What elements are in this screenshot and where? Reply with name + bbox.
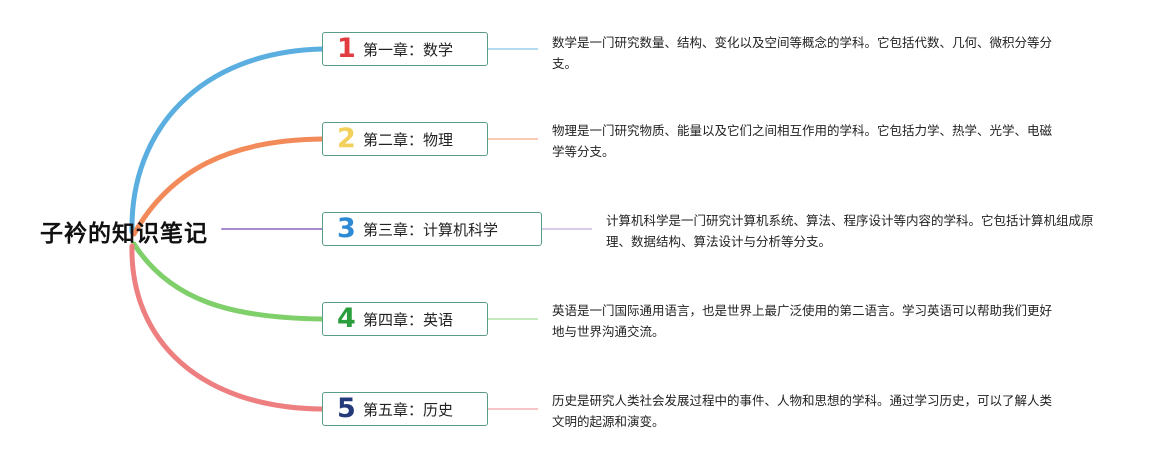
chapter-label-4: 第四章：英语	[363, 310, 454, 329]
chapter-number-3: 3	[337, 213, 356, 244]
chapter-node-2[interactable]: 2 第二章：物理	[322, 122, 488, 156]
branch-line-4	[131, 241, 325, 322]
chapter-label-5: 第五章：历史	[363, 400, 454, 419]
chapter-number-2: 2	[337, 123, 356, 154]
branch-line-1	[129, 46, 325, 235]
chapter-label-1: 第一章：数学	[363, 40, 454, 59]
root-topic[interactable]: 子衿的知识笔记	[40, 221, 208, 247]
chapter-node-3[interactable]: 3 第三章：计算机科学	[322, 212, 542, 246]
chapter-node-1[interactable]: 1 第一章：数学	[322, 32, 488, 66]
chapter-label-2: 第二章：物理	[363, 130, 454, 149]
chapter-node-4[interactable]: 4 第四章：英语	[322, 302, 488, 336]
chapter-description-5: 历史是研究人类社会发展过程中的事件、人物和思想的学科。通过学习历史，可以了解人类…	[552, 393, 1053, 429]
chapter-number-4: 4	[337, 303, 356, 334]
chapter-number-1: 1	[337, 33, 356, 64]
chapter-description-1: 数学是一门研究数量、结构、变化以及空间等概念的学科。它包括代数、几何、微积分等分…	[552, 35, 1053, 71]
chapter-node-5[interactable]: 5 第五章：历史	[322, 392, 488, 426]
chapter-description-4: 英语是一门国际通用语言，也是世界上最广泛使用的第二语言。学习英语可以帮助我们更好…	[552, 303, 1053, 339]
chapter-description-3: 计算机科学是一门研究计算机系统、算法、程序设计等内容的学科。它包括计算机组成原理…	[606, 213, 1094, 249]
branch-line-5	[129, 243, 325, 412]
branch-line-2	[131, 136, 325, 237]
chapter-label-3: 第三章：计算机科学	[363, 220, 499, 239]
chapter-number-5: 5	[337, 393, 356, 424]
chapter-description-2: 物理是一门研究物质、能量以及它们之间相互作用的学科。它包括力学、热学、光学、电磁…	[552, 123, 1053, 159]
